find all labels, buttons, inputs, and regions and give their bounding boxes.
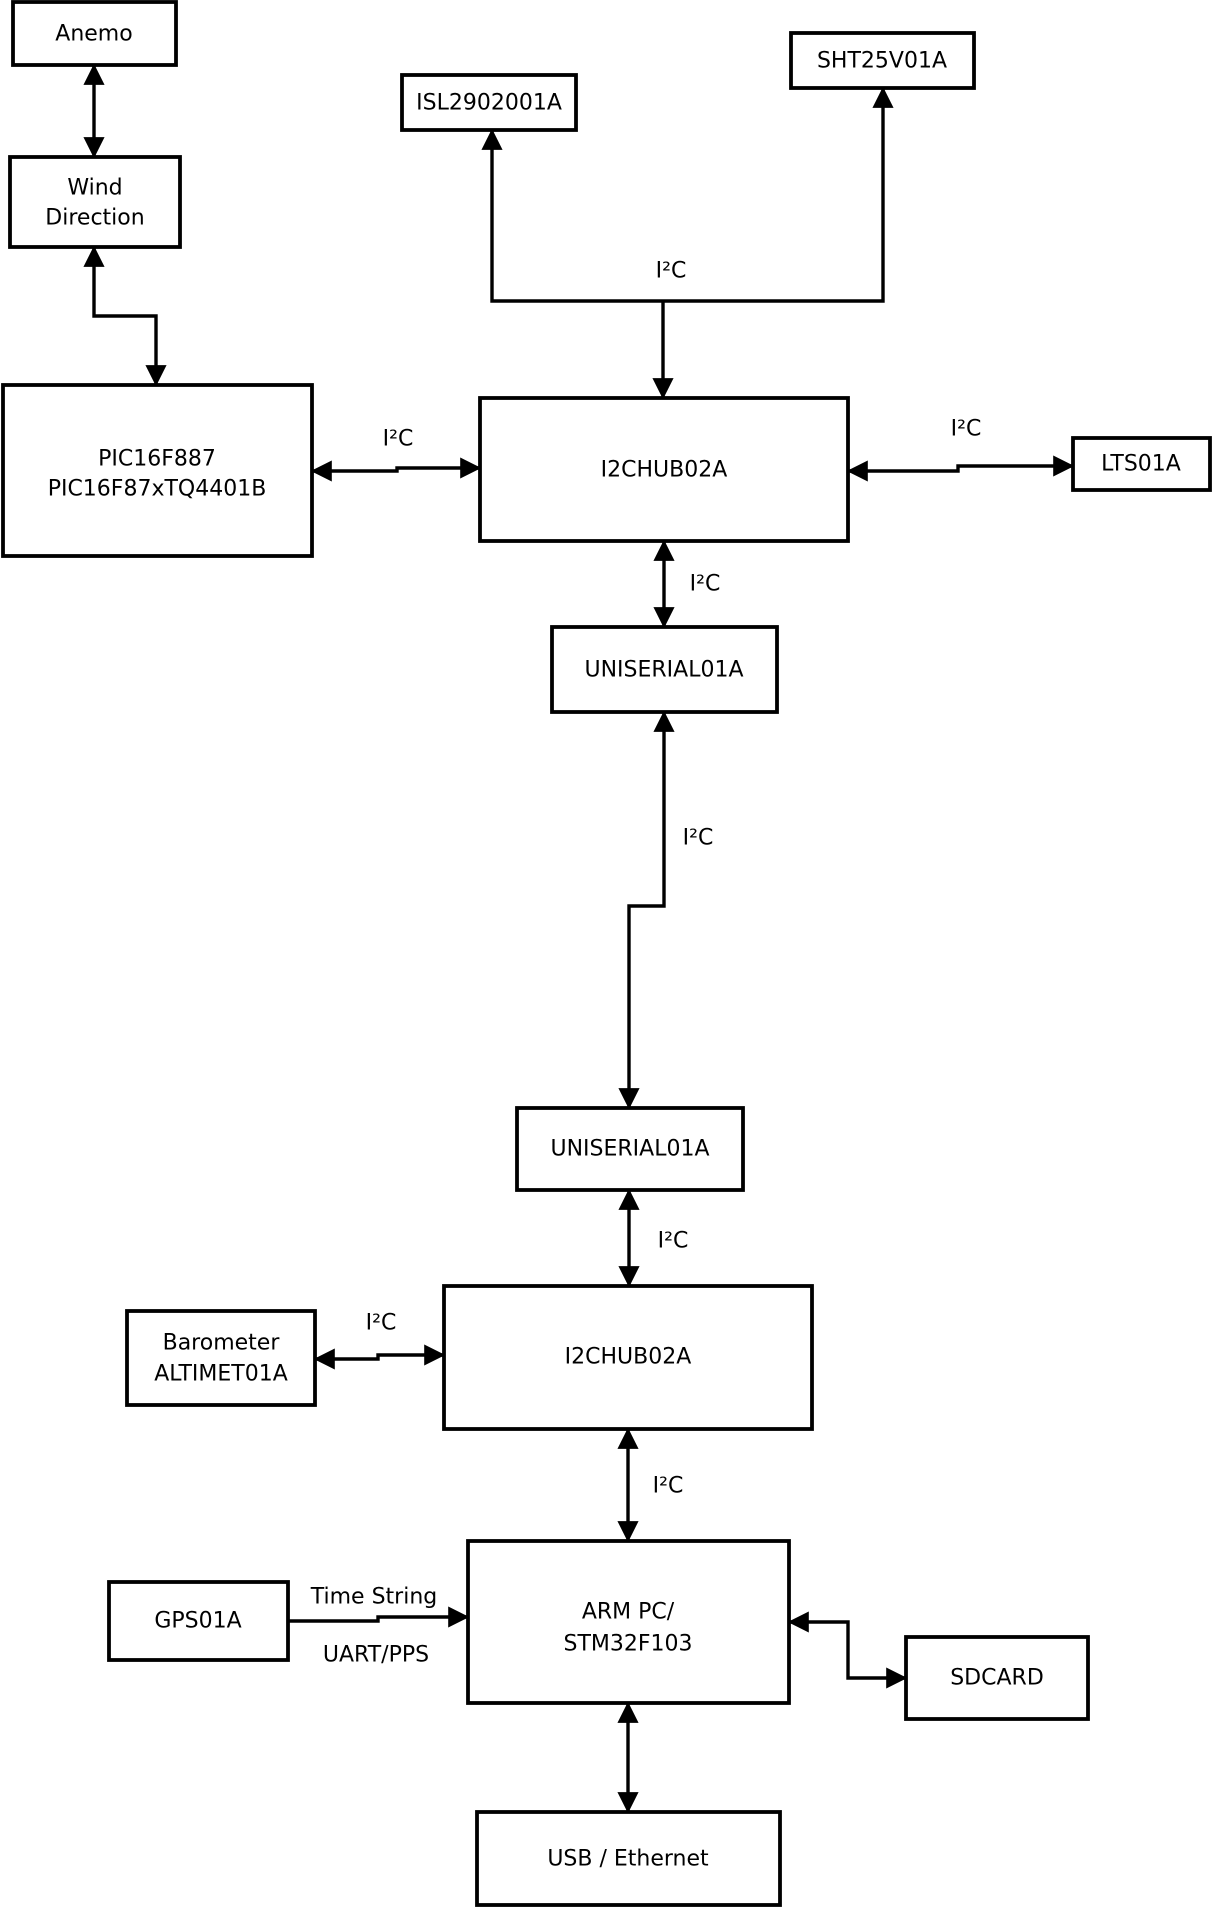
edge-label-time-string: Time String: [310, 1585, 438, 1610]
node-pic16f887: PIC16F887 PIC16F87xTQ4401B: [1, 383, 314, 558]
node-sht25v01a-label: SHT25V01A: [817, 49, 947, 74]
node-anemo: Anemo: [11, 0, 178, 67]
node-uniserial-bottom-label: UNISERIAL01A: [550, 1137, 709, 1162]
node-gps01a-label: GPS01A: [154, 1609, 241, 1634]
edge-armpc-sdcard: [787, 1611, 908, 1689]
node-i2chub-top-label: I2CHUB02A: [601, 458, 728, 483]
node-uniserial-top-box: [550, 625, 779, 714]
node-gps01a-box: [107, 1580, 290, 1662]
edge-label-i2c-top-bus: I²C: [656, 259, 687, 284]
node-i2chub-bottom: I2CHUB02A: [442, 1284, 814, 1431]
node-lts01a-label: LTS01A: [1101, 452, 1181, 477]
edge-labels: I²C I²C I²C I²C I²C I²C I²C I²C Time Str…: [310, 259, 982, 1668]
node-i2chub-bottom-label: I2CHUB02A: [565, 1345, 692, 1370]
node-isl2902001a-label: ISL2902001A: [416, 91, 562, 116]
node-barometer-box: [125, 1309, 317, 1407]
edge-i2c-bus-isl-sht: [481, 86, 894, 303]
node-wind-direction-label-line2: Direction: [45, 206, 144, 231]
node-lts01a: LTS01A: [1071, 436, 1212, 492]
edge-label-i2c-pic-hub: I²C: [383, 427, 414, 452]
edge-label-i2c-hub2-arm: I²C: [653, 1474, 684, 1499]
node-pic16f887-box: [1, 383, 314, 558]
node-sdcard-box: [904, 1635, 1090, 1721]
node-wind-direction-box: [8, 155, 182, 249]
node-wind-direction-label-line1: Wind: [67, 176, 122, 201]
node-sdcard: SDCARD: [904, 1635, 1090, 1721]
edges: [83, 63, 1075, 1814]
node-uniserial-bottom-box: [515, 1106, 745, 1192]
node-usb-ethernet-box: [475, 1810, 782, 1907]
node-pic16f887-label-line2: PIC16F87xTQ4401B: [48, 477, 267, 502]
node-gps01a: GPS01A: [107, 1580, 290, 1662]
node-barometer: Barometer ALTIMET01A: [125, 1309, 317, 1407]
edge-label-i2c-hub-uniserial: I²C: [690, 572, 721, 597]
edge-barometer-i2chub-bottom: [313, 1344, 446, 1370]
edge-label-uart-pps: UART/PPS: [323, 1643, 429, 1668]
node-lts01a-box: [1071, 436, 1212, 492]
edge-uniserial-top-uniserial-bottom: [618, 710, 675, 1110]
node-anemo-label: Anemo: [55, 22, 132, 47]
node-arm-pc-box: [466, 1539, 791, 1705]
node-barometer-label-line2: ALTIMET01A: [154, 1362, 288, 1387]
edge-i2chub-top-lts01a: [846, 455, 1075, 482]
edge-label-i2c-hub-lts: I²C: [951, 417, 982, 442]
node-anemo-box: [11, 0, 178, 67]
node-usb-ethernet: USB / Ethernet: [475, 1810, 782, 1907]
node-arm-pc-label-line1: ARM PC/: [582, 1600, 675, 1625]
edge-pic16f887-i2chub-top: [310, 457, 482, 482]
node-sht25v01a-box: [789, 31, 976, 90]
node-sht25v01a: SHT25V01A: [789, 31, 976, 90]
node-isl2902001a-box: [400, 73, 578, 132]
edge-gps01a-armpc: [288, 1606, 470, 1628]
node-arm-pc-label-line2: STM32F103: [563, 1632, 692, 1657]
node-pic16f887-label-line1: PIC16F887: [98, 447, 216, 472]
node-sdcard-label: SDCARD: [950, 1666, 1044, 1691]
node-arm-pc: ARM PC/ STM32F103: [466, 1539, 791, 1705]
node-i2chub-top-box: [478, 396, 850, 543]
node-i2chub-bottom-box: [442, 1284, 814, 1431]
edge-label-i2c-uniserial-link: I²C: [683, 826, 714, 851]
node-uniserial-bottom: UNISERIAL01A: [515, 1106, 745, 1192]
node-wind-direction: Wind Direction: [8, 155, 182, 249]
node-isl2902001a: ISL2902001A: [400, 73, 578, 132]
node-usb-ethernet-label: USB / Ethernet: [547, 1847, 709, 1872]
node-barometer-label-line1: Barometer: [163, 1331, 281, 1356]
edge-winddirection-pic16f887: [83, 245, 167, 387]
node-uniserial-top: UNISERIAL01A: [550, 625, 779, 714]
node-uniserial-top-label: UNISERIAL01A: [584, 658, 743, 683]
node-i2chub-top: I2CHUB02A: [478, 396, 850, 543]
edge-label-i2c-barometer-hub2: I²C: [366, 1311, 397, 1336]
edge-label-i2c-uniserial-hub2: I²C: [658, 1229, 689, 1254]
